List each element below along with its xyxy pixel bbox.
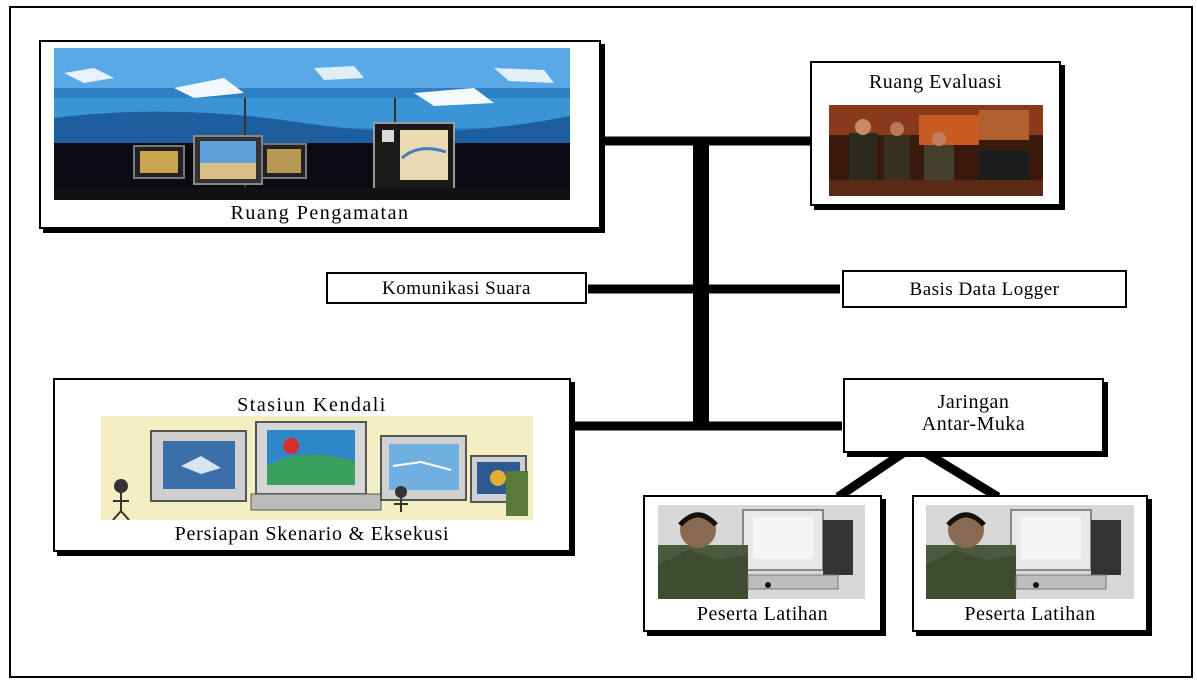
komunikasi-suara-label: Komunikasi Suara [382,278,531,299]
node-peserta-latihan-1: Peserta Latihan [643,495,882,632]
soldier-at-computer-photo-1 [658,505,865,599]
node-jaringan-antar-muka: Jaringan Antar-Muka [843,378,1104,453]
peserta-latihan-2-label: Peserta Latihan [964,603,1096,625]
node-basis-data-logger: Basis Data Logger [842,270,1127,308]
diagram-frame [9,6,1193,678]
control-room-photo [54,48,570,200]
computer-workstation-clipart [101,416,533,520]
node-ruang-evaluasi: Ruang Evaluasi [810,61,1061,206]
node-stasiun-kendali: Stasiun Kendali Persiapan Skenario & Eks… [53,378,571,552]
peserta-latihan-1-label: Peserta Latihan [696,603,829,625]
jaringan-antar-muka-line2: Antar-Muka [921,413,1026,435]
node-peserta-latihan-2: Peserta Latihan [912,495,1148,632]
meeting-room-photo [829,105,1043,196]
soldier-at-computer-photo-2 [926,505,1134,599]
jaringan-antar-muka-line1: Jaringan [937,391,1010,413]
node-komunikasi-suara: Komunikasi Suara [326,272,587,304]
link-peserta-2 [923,449,1001,501]
link-peserta-1 [835,449,906,501]
stasiun-kendali-caption: Persiapan Skenario & Eksekusi [174,523,450,545]
basis-data-logger-label: Basis Data Logger [909,279,1060,300]
ruang-evaluasi-label: Ruang Evaluasi [868,71,1003,93]
stasiun-kendali-title: Stasiun Kendali [237,394,387,416]
node-ruang-pengamatan: Ruang Pengamatan [39,40,601,229]
ruang-pengamatan-label: Ruang Pengamatan [230,202,410,224]
